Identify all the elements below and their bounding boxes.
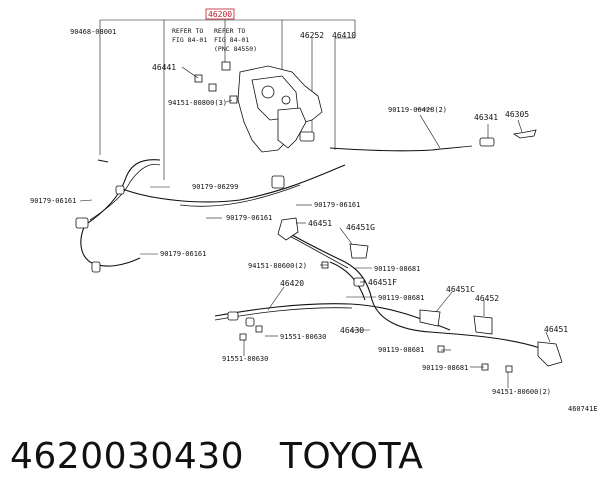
label-46420: 46420 [280,279,304,288]
refer-1-line-2: FIG 84-01 [172,36,207,44]
label-46410: 46410 [332,31,356,40]
lever-bolts [194,61,238,104]
label-91551-80630-left: 91551-80630 [222,355,268,363]
label-94151-80800: 94151-80800(3) [168,99,227,107]
label-90119-08681-a: 90119-08681 [374,265,420,273]
label-90179-06161-lower: 90179-06161 [160,250,206,258]
top-bracket-lines [99,19,356,180]
refer-2-line-1: REFER TO [214,27,245,35]
label-90119-06428: 90119-06428(2) [388,106,447,114]
caption: 4620030430 TOYOTA [10,432,590,482]
label-46430: 46430 [340,326,364,335]
refer-2-line-2: FIG 84-01 [214,36,249,44]
label-94151-80600-upper: 94151-80600(2) [248,262,307,270]
label-46305: 46305 [505,110,529,119]
front-cable [329,129,537,152]
label-46451-upper: 46451 [308,219,332,228]
label-46200: 46200 [208,10,232,19]
label-90179-06161-left: 90179-06161 [30,197,76,205]
label-90468-08001: 90468-08001 [70,28,116,36]
refer-1-line-1: REFER TO [172,27,203,35]
brake-lever-assembly [237,65,323,153]
label-46451f: 46451F [368,278,397,287]
refer-2-line-3: (PNC 84550) [214,45,257,53]
label-90179-06161-mid: 90179-06161 [226,214,272,222]
brand-name: TOYOTA [279,436,424,477]
label-46451c: 46451C [446,285,475,294]
diagram-code: 460741E [568,405,598,413]
highlight-46200 [205,8,235,20]
label-90179-06161-right: 90179-06161 [314,201,360,209]
leader-lines [79,66,551,388]
left-cable [75,159,346,273]
label-46341: 46341 [474,113,498,122]
label-91551-80630-right: 91551-80630 [280,333,326,341]
parking-brake-cable-diagram: 46200 90468-08001 REFER TO FIG 84-01 REF… [30,8,598,413]
label-90119-08681-b: 90119-08681 [378,294,424,302]
label-94151-80600-lower: 94151-80600(2) [492,388,551,396]
label-46441: 46441 [152,63,176,72]
label-90119-08681-d: 90119-08681 [422,364,468,372]
label-46452: 46452 [475,294,499,303]
part-number: 4620030430 [10,436,245,477]
label-46451g: 46451G [346,223,375,232]
label-46451-right: 46451 [544,325,568,334]
label-90179-06299: 90179-06299 [192,183,238,191]
label-46252: 46252 [300,31,324,40]
label-90119-08681-c: 90119-08681 [378,346,424,354]
